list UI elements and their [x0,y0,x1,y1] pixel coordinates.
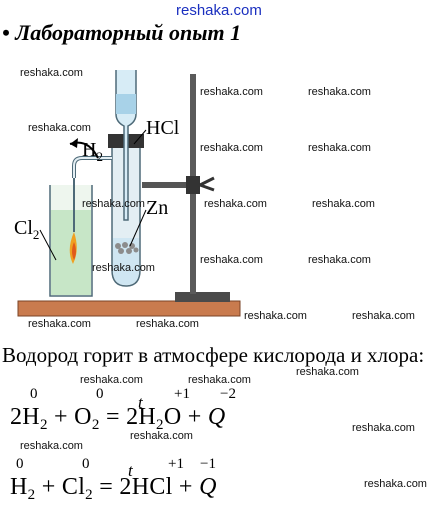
eq2-ox-h: 0 [16,456,24,472]
watermark: reshaka.com [20,440,83,452]
watermark: reshaka.com [308,86,371,98]
lab-apparatus-figure: HCl H2 Cl2 Zn [14,70,241,317]
watermark: reshaka.com [200,254,263,266]
hcl-label: HCl [146,117,180,139]
funnel-liquid [116,94,136,114]
hcl-pointer-line [133,129,147,145]
watermark: reshaka.com [130,430,193,442]
zn-pointer-line [129,209,147,247]
watermark: reshaka.com [136,318,199,330]
eq2-ox-pcl: −1 [200,456,216,472]
reaction-description: Водород горит в атмосфере кислорода и хл… [2,343,425,367]
watermark: reshaka.com [200,142,263,154]
watermark: reshaka.com [28,318,91,330]
cl2-pointer-line [39,229,57,261]
cl2-label: Cl2 [14,217,39,242]
watermark: reshaka.com [312,198,375,210]
zinc-granules [115,242,139,254]
hydrogen-flame-core [72,242,76,260]
eq1-ox-h: 0 [30,386,38,402]
watermark: reshaka.com [352,422,415,434]
equation-h2-cl2: H2 + Cl2 = 2HCl + Q [10,474,217,503]
watermark: reshaka.com [200,86,263,98]
eq1-ox-po: −2 [220,386,236,402]
watermark: reshaka.com [20,67,83,79]
watermark: reshaka.com [82,198,145,210]
stand-clamp-boss [186,176,200,194]
section-heading: • Лабораторный опыт 1 [2,20,242,45]
h2-flow-arrowhead [70,138,78,148]
eq2-ox-cl: 0 [82,456,90,472]
eq2-t-symbol: t [128,461,133,480]
gas-outlet-tube-inner [73,157,112,178]
eq1-ox-o: 0 [96,386,104,402]
equation-h2-o2: 2H2 + O2 = 2H2O + Q [10,404,226,433]
site-banner[interactable]: reshaka.com [176,2,262,19]
watermark: reshaka.com [308,254,371,266]
watermark: reshaka.com [92,262,155,274]
stand-clamp-arm [142,182,192,188]
stand-base [175,292,230,302]
gas-outlet-tube [72,156,112,178]
watermark: reshaka.com [204,198,267,210]
zn-label: Zn [146,197,168,219]
watermark: reshaka.com [188,374,251,386]
watermark: reshaka.com [296,366,359,378]
lab-table [17,300,241,317]
h2-label: H2 [82,139,103,164]
watermark: reshaka.com [80,374,143,386]
eq2-ox-ph: +1 [168,456,184,472]
watermark: reshaka.com [244,310,307,322]
watermark: reshaka.com [364,478,427,490]
watermark: reshaka.com [308,142,371,154]
watermark: reshaka.com [352,310,415,322]
eq1-t-symbol: t [138,393,143,412]
eq1-ox-ph: +1 [174,386,190,402]
stand-clamp-screw [199,176,215,192]
watermark: reshaka.com [28,122,91,134]
